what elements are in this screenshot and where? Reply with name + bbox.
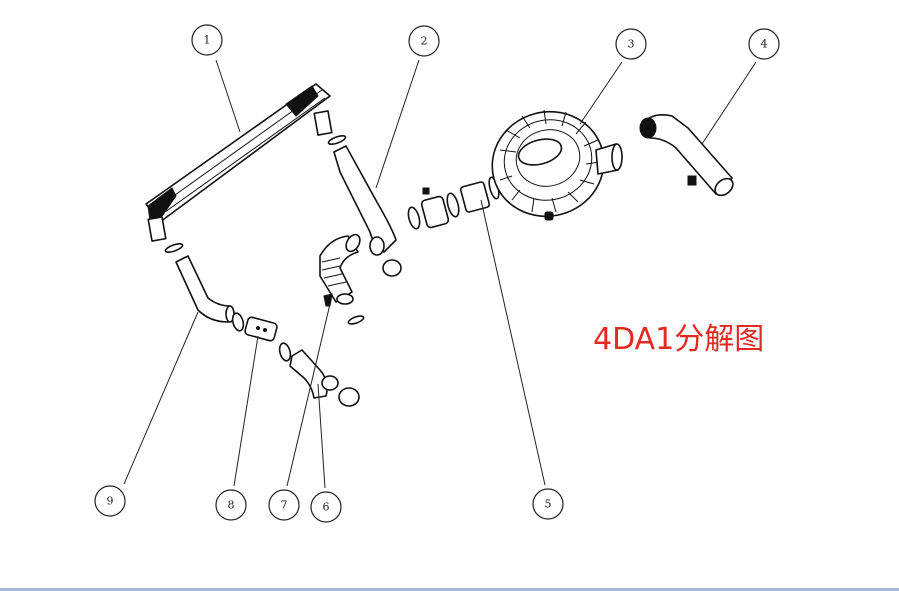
svg-text:3: 3: [628, 38, 635, 51]
leader-lines: [123, 59, 757, 489]
svg-text:9: 9: [107, 495, 114, 508]
callout-1: 1: [191, 24, 223, 56]
svg-text:6: 6: [323, 501, 330, 514]
part-9-lower-bent-hose: [175, 255, 235, 323]
diagram-title: 4DA1分解图: [593, 322, 765, 357]
part-4-intake-elbow: [639, 114, 734, 197]
part-5-connector-sleeve: [407, 176, 500, 230]
callout-2: 2: [408, 25, 440, 57]
callout-6: 6: [310, 491, 342, 523]
svg-text:5: 5: [545, 498, 552, 511]
callout-9: 9: [94, 485, 126, 517]
callout-4: 4: [748, 28, 780, 60]
part-8-connector-tube: [231, 312, 292, 362]
svg-text:8: 8: [228, 499, 235, 512]
svg-text:7: 7: [281, 499, 288, 512]
part-6-short-bent-hose: [289, 349, 360, 407]
svg-text:1: 1: [204, 34, 211, 47]
svg-text:4: 4: [761, 38, 768, 51]
svg-text:2: 2: [421, 35, 428, 48]
callout-3: 3: [615, 28, 647, 60]
part-3-air-filter-housing: [491, 109, 623, 221]
bottom-divider: [0, 588, 899, 591]
callout-7: 7: [268, 489, 300, 521]
part-1-intercooler-assembly: [145, 83, 347, 253]
callout-5: 5: [532, 488, 564, 520]
part-7-corrugated-elbow: [319, 233, 365, 325]
part-2-bent-hose: [333, 145, 402, 277]
callout-8: 8: [215, 489, 247, 521]
